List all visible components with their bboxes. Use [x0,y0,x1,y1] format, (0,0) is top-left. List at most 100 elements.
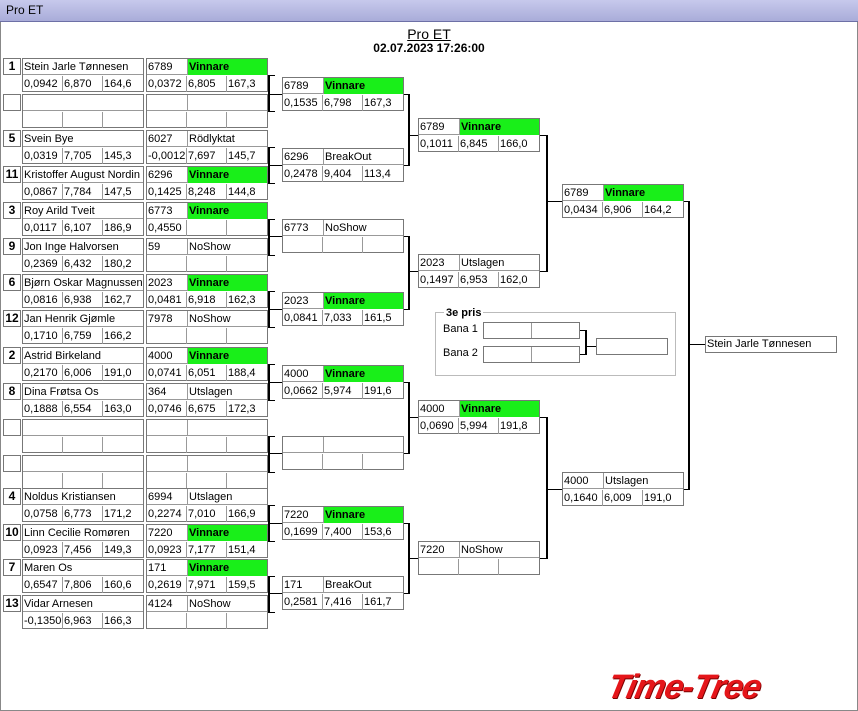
bracket-connector [268,576,275,577]
result-status: Vinnare [323,507,403,523]
elapsed-time: 6,805 [187,76,227,92]
reaction-time: 0,6547 [23,577,63,593]
car-number: 7978 [148,313,173,325]
bracket-connector [404,309,410,310]
result-status: Vinnare [187,275,267,291]
elapsed-time: 6,773 [63,506,103,522]
reaction-time [283,237,323,253]
reaction-time [419,559,459,575]
bracket-connector [268,327,275,328]
reaction-time: 0,0434 [563,202,603,218]
heat-result-r1-11[interactable] [146,419,268,453]
result-status: Vinnare [323,366,403,382]
reaction-time: 0,2170 [23,365,63,381]
heat-result-r1-2[interactable] [146,94,268,128]
bracket-connector [408,135,418,136]
heat-result-r1-8[interactable]: 7978 NoShow [146,310,268,344]
speed: 172,3 [228,403,256,415]
car-number: 364 [148,386,167,398]
speed: 145,7 [228,150,256,162]
third-prize-winner-slot[interactable] [596,338,668,355]
racer-card-11[interactable] [22,419,144,453]
result-status [187,95,267,111]
reaction-time: 0,2369 [23,256,63,272]
speed: 160,6 [104,579,132,591]
speed: 191,0 [644,492,672,504]
elapsed-time: 7,456 [63,542,103,558]
speed: 145,3 [104,150,132,162]
racer-card-2[interactable] [22,94,144,128]
result-status: Vinnare [323,78,403,94]
seed-number: 4 [3,488,21,505]
lane-1-slot[interactable] [483,322,580,339]
reaction-time: 0,0942 [23,76,63,92]
elapsed-time: 7,971 [187,577,227,593]
reaction-time [147,473,187,489]
racer-name: Jon Inge Halvorsen [24,241,119,253]
reaction-time: 0,0662 [283,383,323,399]
car-number: 7220 [284,509,309,521]
car-number: 59 [148,241,161,253]
reaction-time: 0,4550 [147,220,187,236]
lane-2-slot[interactable] [483,346,580,363]
bracket-connector [684,201,690,202]
bracket-connector [404,94,410,95]
racer-name [23,456,143,472]
speed: 186,9 [104,222,132,234]
elapsed-time: 6,051 [187,365,227,381]
seed-number: 8 [3,383,21,400]
result-status: NoShow [187,311,267,327]
result-status: NoShow [323,220,403,236]
elapsed-time: 7,010 [187,506,227,522]
heat-result-r1-12[interactable] [146,455,268,489]
champion-box[interactable]: Stein Jarle Tønnesen [705,336,837,353]
racer-card-12[interactable] [22,455,144,489]
heat-result-r2-6[interactable] [282,436,404,470]
bracket-connector [585,330,587,355]
bracket-connector [688,344,705,345]
bracket-connector [268,75,270,112]
bracket-connector [268,612,275,613]
speed [103,112,143,128]
speed: 191,0 [104,367,132,379]
car-number: 6789 [284,80,309,92]
